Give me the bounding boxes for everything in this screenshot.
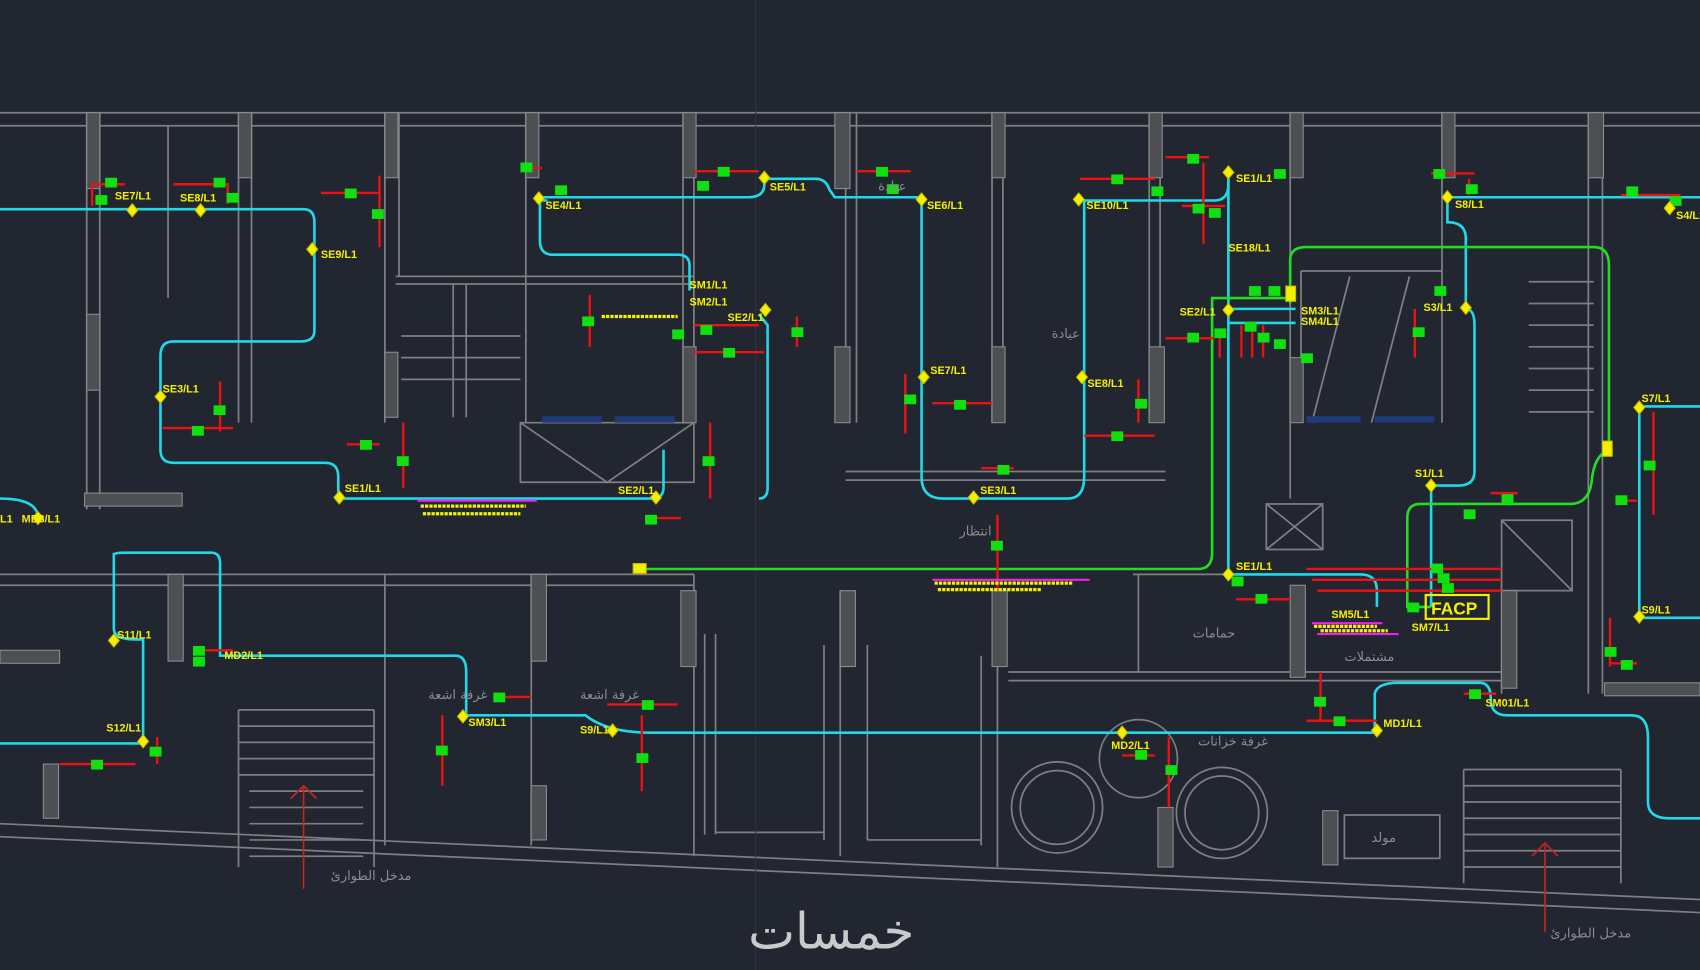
device-label: SE2/L1 (618, 485, 654, 497)
device-label: SM1/L1 (690, 279, 728, 291)
device-label: SE9/L1 (321, 249, 357, 261)
sounder-devices (91, 153, 1682, 775)
device-label: SE8/L1 (180, 193, 216, 205)
device-label: SE8/L1 (1087, 378, 1123, 390)
device-label: SM01/L1 (1485, 698, 1529, 710)
device-label: S9/L1 (1641, 604, 1670, 616)
device-label: MD3/L1 (22, 513, 61, 525)
device-label: SE6/L1 (927, 200, 963, 212)
room-label: انتظار (959, 524, 992, 539)
device-label: S1/L1 (1415, 468, 1444, 480)
device-label: SE3/L1 (163, 383, 199, 395)
room-label: حمامات (1193, 626, 1236, 641)
device-label: SM4/L1 (1301, 316, 1339, 328)
room-label: عيادة (878, 180, 906, 195)
device-label: S9/L1 (580, 725, 609, 737)
device-label: SE2/L1 (1180, 306, 1216, 318)
device-label: MD1/L1 (1383, 718, 1422, 730)
device-label: S3/L1 (1424, 302, 1453, 314)
device-label: SM2/L1 (690, 297, 728, 309)
room-label: غرفة اشعة (580, 688, 639, 703)
device-label: S4/L1 (1676, 210, 1700, 222)
room-label: غرفة اشعة (428, 688, 487, 703)
fire-alarm-control-panel[interactable]: FACP (1424, 593, 1490, 620)
room-label: غرفة خزانات (1198, 735, 1268, 750)
watermark-logo: خمسات (748, 902, 914, 960)
annotation-notes (417, 314, 1399, 636)
device-label: SE10/L1 (1086, 200, 1128, 212)
device-label: S11/L1 (117, 629, 151, 641)
room-label: مدخل الطوارئ (331, 869, 412, 884)
room-label: مدخل الطوارئ (1550, 926, 1631, 941)
detection-loop-wiring (0, 173, 1700, 820)
room-labels: انتظار مولد مدخل الطوارئ مدخل الطوارئ مش… (331, 180, 1632, 942)
device-label: SM3/L1 (468, 717, 506, 729)
device-label: SE7/L1 (115, 190, 151, 202)
room-label: عيادة (1052, 327, 1080, 342)
room-label: مشتملات (1344, 650, 1394, 665)
device-label: SE1/L1 (1236, 173, 1272, 185)
device-label: SE2/L1 (727, 312, 763, 324)
device-label: SE5/L1 (770, 182, 806, 194)
device-label: SM7/L1 (1412, 622, 1450, 634)
device-label: SE7/L1 (930, 365, 966, 377)
device-label: S7/L1 (1641, 393, 1670, 405)
device-label: MD2/L1 (1111, 740, 1150, 752)
device-label: L1 (0, 513, 13, 525)
device-label: SM5/L1 (1331, 609, 1369, 621)
facp-label: FACP (1431, 599, 1477, 619)
device-label: SE4/L1 (545, 200, 581, 212)
device-label: S8/L1 (1455, 199, 1484, 211)
notification-circuit-wiring (639, 245, 1611, 609)
device-label: SE3/L1 (980, 485, 1016, 497)
device-label: MD2/L1 (224, 650, 263, 662)
device-label: SE18/L1 (1228, 242, 1270, 254)
device-label: SE1/L1 (345, 483, 381, 495)
device-label: S12/L1 (106, 723, 141, 735)
detector-symbols (31, 164, 1676, 749)
room-label: مولد (1371, 831, 1395, 846)
device-label: SM3/L1 (1301, 305, 1339, 317)
device-label: SE1/L1 (1236, 561, 1272, 573)
device-labels: SE7/L1 SE8/L1 SE9/L1 SE4/L1 SE5/L1 SE6/L… (0, 173, 1700, 752)
